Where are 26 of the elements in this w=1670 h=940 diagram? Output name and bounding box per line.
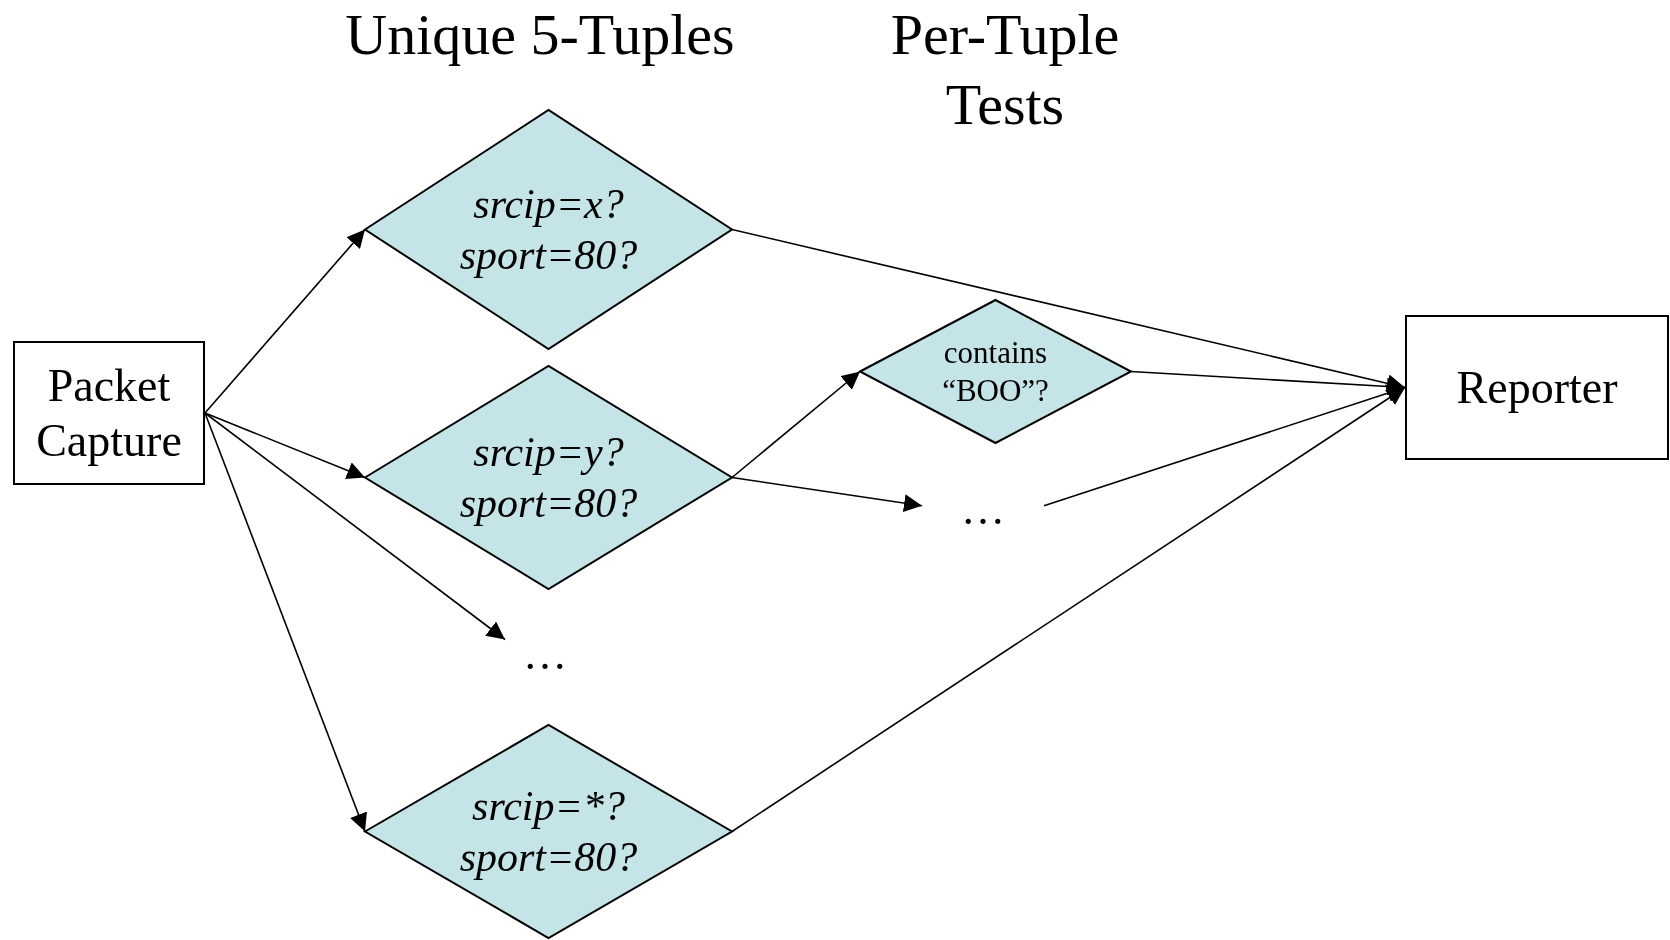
ellipsis-text: … — [922, 490, 1044, 535]
decision-diamond — [365, 110, 732, 349]
diamond-label: contains “BOO”? — [941, 334, 1050, 409]
arrow — [731, 386, 1406, 833]
arrow — [204, 412, 506, 641]
arrow — [1043, 384, 1406, 507]
diamond-label: srcip=y? sport=80? — [458, 428, 639, 528]
arrow — [731, 476, 923, 512]
arrow — [731, 370, 861, 479]
ellipsis-text: … — [505, 635, 585, 680]
column-heading: Per-Tuple Tests — [889, 1, 1121, 139]
decision-diamond — [365, 366, 732, 589]
diamond-label: srcip=*? sport=80? — [458, 782, 639, 882]
process-box — [13, 341, 205, 485]
arrow — [204, 412, 367, 833]
column-heading: Unique 5-Tuples — [344, 1, 736, 69]
decision-diamond — [365, 725, 732, 938]
arrow — [731, 228, 1406, 393]
arrow — [1130, 370, 1406, 396]
box-label: Reporter — [1455, 360, 1619, 415]
decision-diamond — [860, 300, 1131, 443]
arrow — [204, 412, 366, 480]
box-label: Packet Capture — [35, 358, 183, 468]
process-box — [1405, 315, 1669, 460]
diamond-label: srcip=x? sport=80? — [458, 180, 639, 280]
arrow — [204, 228, 366, 414]
